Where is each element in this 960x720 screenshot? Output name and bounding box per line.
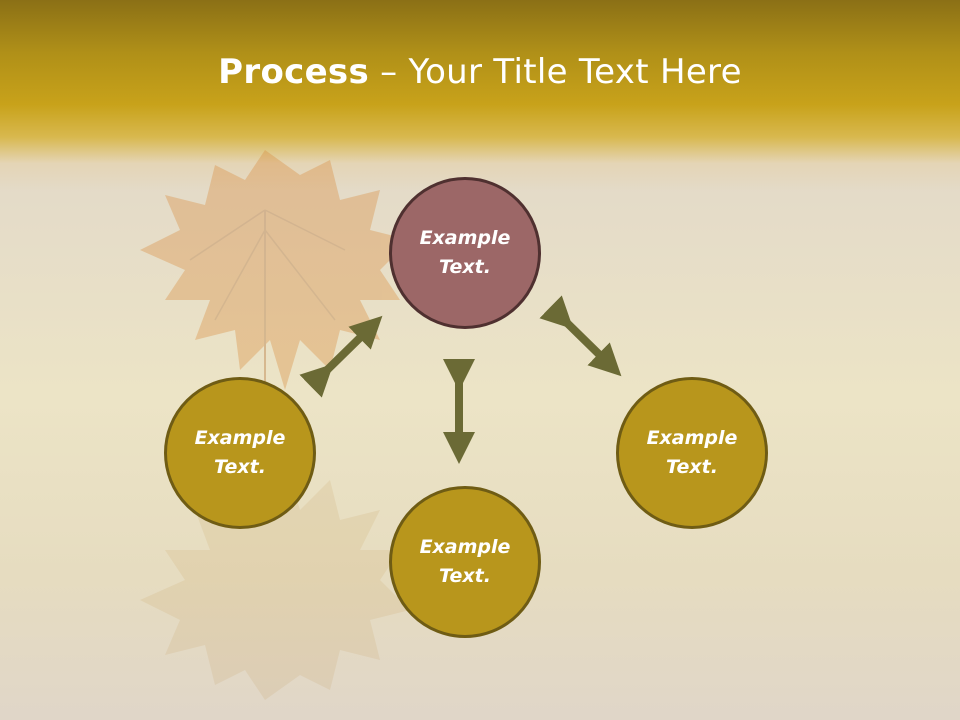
arrow-top-left (299, 315, 383, 398)
header-band (0, 0, 960, 190)
node-left-line2: Text. (214, 456, 266, 478)
node-bottom-line2: Text. (439, 565, 491, 587)
node-bottom: Example Text. (389, 486, 541, 638)
node-top-line2: Text. (439, 256, 491, 278)
title-rest: – Your Title Text Here (369, 52, 742, 92)
node-bottom-line1: Example (419, 536, 511, 558)
slide-title: Process – Your Title Text Here (0, 52, 960, 92)
title-bold: Process (218, 52, 370, 92)
node-left: Example Text. (164, 377, 316, 529)
node-left-line1: Example (194, 427, 286, 449)
arrow-top-right (539, 295, 622, 377)
node-right: Example Text. (616, 377, 768, 529)
node-right-line1: Example (646, 427, 738, 449)
node-top: Example Text. (389, 177, 541, 329)
node-right-line2: Text. (666, 456, 718, 478)
node-top-line1: Example (419, 227, 511, 249)
